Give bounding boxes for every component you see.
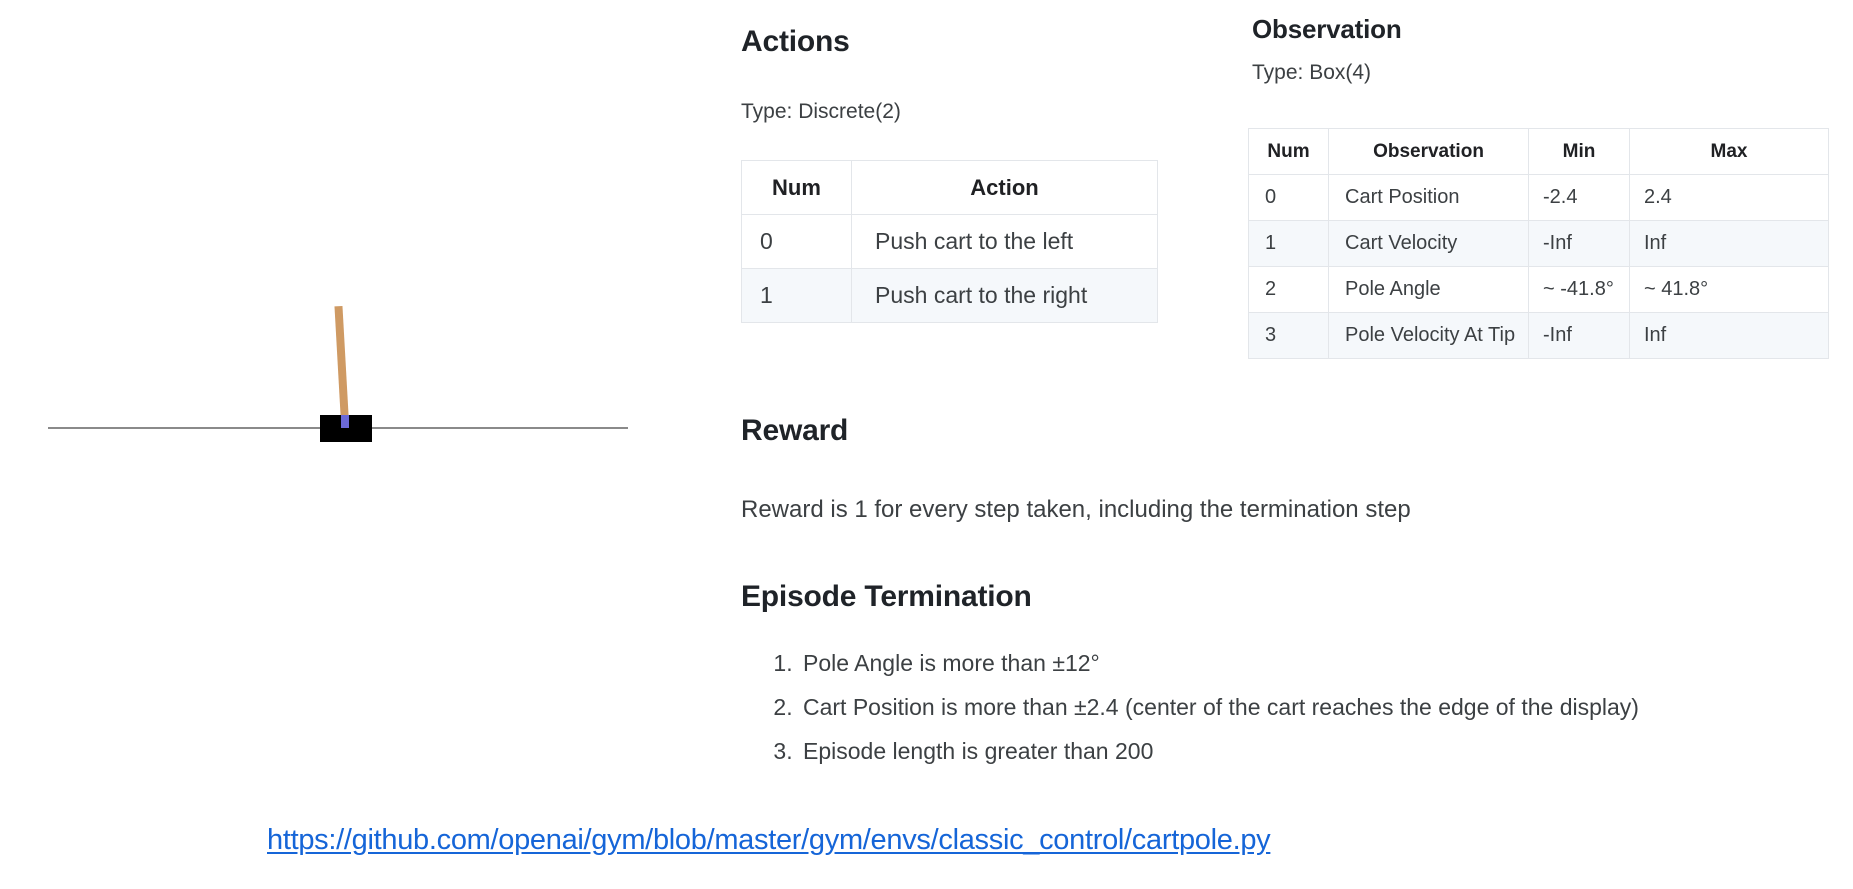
observation-cell-num: 2 xyxy=(1248,266,1329,313)
table-row: 2 Pole Angle ~ -41.8° ~ 41.8° xyxy=(1248,266,1829,313)
observation-cell-name: Pole Velocity At Tip xyxy=(1328,312,1529,359)
actions-cell-num: 1 xyxy=(741,268,852,323)
observation-cell-max: Inf xyxy=(1629,312,1829,359)
cartpole-illustration xyxy=(0,250,700,510)
reward-text: Reward is 1 for every step taken, includ… xyxy=(741,496,1411,523)
pole-icon xyxy=(334,305,349,424)
observation-cell-min: -Inf xyxy=(1528,312,1630,359)
table-row: 0 Push cart to the left xyxy=(741,214,1158,269)
actions-col-action: Action xyxy=(851,160,1158,215)
list-item: Cart Position is more than ±2.4 (center … xyxy=(799,694,1639,721)
observation-table: Num Observation Min Max 0 Cart Position … xyxy=(1248,128,1829,359)
observation-cell-num: 3 xyxy=(1248,312,1329,359)
actions-col-num: Num xyxy=(741,160,852,215)
table-row: 1 Cart Velocity -Inf Inf xyxy=(1248,220,1829,267)
actions-cell-action: Push cart to the right xyxy=(851,268,1158,323)
source-code-link[interactable]: https://github.com/openai/gym/blob/maste… xyxy=(267,824,1271,856)
observation-cell-min: -Inf xyxy=(1528,220,1630,267)
pole-axle-icon xyxy=(341,415,349,428)
observation-col-num: Num xyxy=(1248,128,1329,175)
actions-heading: Actions xyxy=(741,25,850,58)
observation-cell-num: 0 xyxy=(1248,174,1329,221)
reward-heading: Reward xyxy=(741,414,849,447)
observation-cell-max: Inf xyxy=(1629,220,1829,267)
actions-type-line: Type: Discrete(2) xyxy=(741,100,901,123)
observation-cell-name: Pole Angle xyxy=(1328,266,1529,313)
table-row: 1 Push cart to the right xyxy=(741,268,1158,323)
actions-cell-action: Push cart to the left xyxy=(851,214,1158,269)
list-item: Episode length is greater than 200 xyxy=(799,738,1639,765)
observation-cell-max: 2.4 xyxy=(1629,174,1829,221)
table-row: 0 Cart Position -2.4 2.4 xyxy=(1248,174,1829,221)
observation-cell-min: -2.4 xyxy=(1528,174,1630,221)
observation-col-min: Min xyxy=(1528,128,1630,175)
observation-cell-max: ~ 41.8° xyxy=(1629,266,1829,313)
actions-cell-num: 0 xyxy=(741,214,852,269)
observation-type-line: Type: Box(4) xyxy=(1252,61,1372,84)
observation-cell-min: ~ -41.8° xyxy=(1528,266,1630,313)
actions-table: Num Action 0 Push cart to the left 1 Pus… xyxy=(741,160,1158,323)
table-row: 3 Pole Velocity At Tip -Inf Inf xyxy=(1248,312,1829,359)
episode-termination-heading: Episode Termination xyxy=(741,580,1032,613)
termination-conditions-list: Pole Angle is more than ±12° Cart Positi… xyxy=(757,650,1639,782)
observation-heading: Observation xyxy=(1252,14,1402,44)
table-header-row: Num Action xyxy=(741,160,1158,215)
observation-col-observation: Observation xyxy=(1328,128,1529,175)
observation-cell-name: Cart Velocity xyxy=(1328,220,1529,267)
table-header-row: Num Observation Min Max xyxy=(1248,128,1829,175)
observation-col-max: Max xyxy=(1629,128,1829,175)
observation-cell-name: Cart Position xyxy=(1328,174,1529,221)
observation-cell-num: 1 xyxy=(1248,220,1329,267)
list-item: Pole Angle is more than ±12° xyxy=(799,650,1639,677)
